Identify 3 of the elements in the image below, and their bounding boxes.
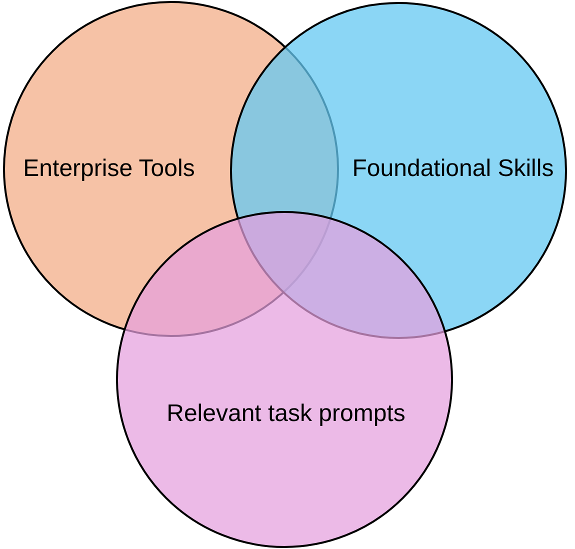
circle-label: Relevant task prompts — [166, 400, 406, 428]
circle-label: Foundational Skills — [352, 155, 554, 183]
circle-label: Enterprise Tools — [23, 155, 195, 183]
